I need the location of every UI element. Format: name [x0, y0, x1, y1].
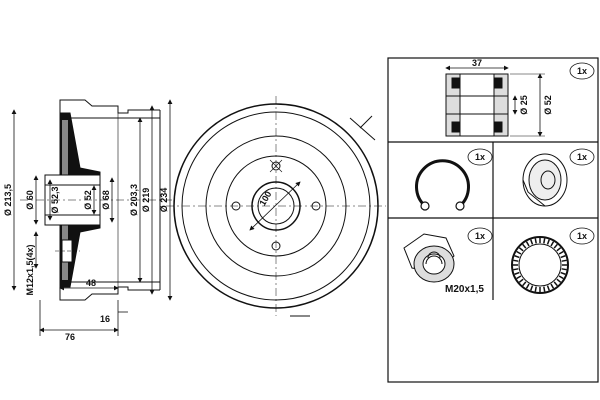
abs-tooth: [530, 239, 534, 245]
abs-tooth: [525, 241, 530, 247]
cap-qty: 1x: [577, 152, 587, 162]
nut-qty: 1x: [475, 231, 485, 241]
bearing-qty: 1x: [577, 66, 587, 76]
abs-tooth: [530, 285, 534, 291]
nut-label: M20x1,5: [445, 284, 484, 295]
drum-front-view: [166, 96, 386, 317]
dim-60: Ø 60: [25, 190, 35, 210]
thread-label: M12x1,5(4x): [25, 244, 35, 295]
dim-16: 16: [100, 314, 110, 324]
abs-tooth: [516, 275, 522, 280]
abs-tooth: [514, 255, 520, 259]
axle-nut-icon: [403, 233, 455, 283]
wheel-bearing-icon: [445, 65, 545, 137]
dim-52: Ø 52: [83, 190, 93, 210]
dim-76: 76: [65, 332, 75, 342]
section-dimension-lines: [11, 99, 173, 336]
section-dimension-texts: Ø 213,5 Ø 60 Ø 52,3 Ø 52 Ø 68 Ø 203,3 Ø …: [3, 184, 169, 342]
abs-tooth: [514, 271, 520, 275]
abs-tooth: [543, 286, 546, 292]
circlip-icon: [415, 159, 470, 211]
dim-234: Ø 234: [159, 188, 169, 213]
abs-tooth: [522, 243, 527, 249]
abs-tooth: [553, 243, 558, 249]
abs-tooth: [556, 278, 562, 283]
dim-68: Ø 68: [101, 190, 111, 210]
abs-ring-teeth: [513, 238, 567, 292]
abs-tooth: [561, 268, 567, 271]
qty-badge: [467, 227, 493, 245]
abs-tooth: [543, 238, 546, 244]
dim-203-3: Ø 203,3: [129, 184, 139, 216]
dim-48: 48: [86, 278, 96, 288]
abs-tooth: [550, 283, 555, 289]
abs-tooth: [550, 241, 555, 247]
abs-tooth: [558, 275, 564, 280]
dim-219: Ø 219: [141, 188, 151, 213]
qty-badge: [569, 227, 595, 245]
abs-tooth: [553, 281, 558, 287]
abs-ring-icon: [511, 236, 569, 294]
abs-tooth: [546, 285, 550, 291]
abs-tooth: [525, 283, 530, 289]
abs-tooth: [534, 238, 537, 244]
bearing-width: 37: [472, 58, 482, 68]
abs-tooth: [518, 278, 524, 283]
bearing-inner-d: Ø 25: [519, 95, 529, 115]
abs-tooth: [561, 259, 567, 262]
abs-tooth: [558, 250, 564, 255]
abs-tooth: [513, 268, 519, 271]
abs-tooth: [546, 239, 550, 245]
dim-213-5: Ø 213,5: [3, 184, 13, 216]
qty-badge: [569, 62, 595, 80]
circlip-qty: 1x: [475, 152, 485, 162]
abs-tooth: [556, 247, 562, 252]
abs-tooth: [560, 271, 566, 275]
bearing-outer-d: Ø 52: [543, 95, 553, 115]
abs-tooth: [518, 247, 524, 252]
drum-section-view: [20, 99, 175, 301]
parts-panel: [387, 57, 599, 383]
qty-badge: [467, 148, 493, 166]
abs-tooth: [534, 286, 537, 292]
abs-ring-qty: 1x: [577, 231, 587, 241]
abs-tooth: [516, 250, 522, 255]
grease-cap-icon: [522, 153, 568, 207]
pcd-label: 100: [257, 189, 273, 207]
abs-tooth: [522, 281, 527, 287]
abs-tooth: [513, 259, 519, 262]
dim-52-3: Ø 52,3: [50, 186, 60, 213]
qty-badge: [569, 148, 595, 166]
abs-tooth: [560, 255, 566, 259]
